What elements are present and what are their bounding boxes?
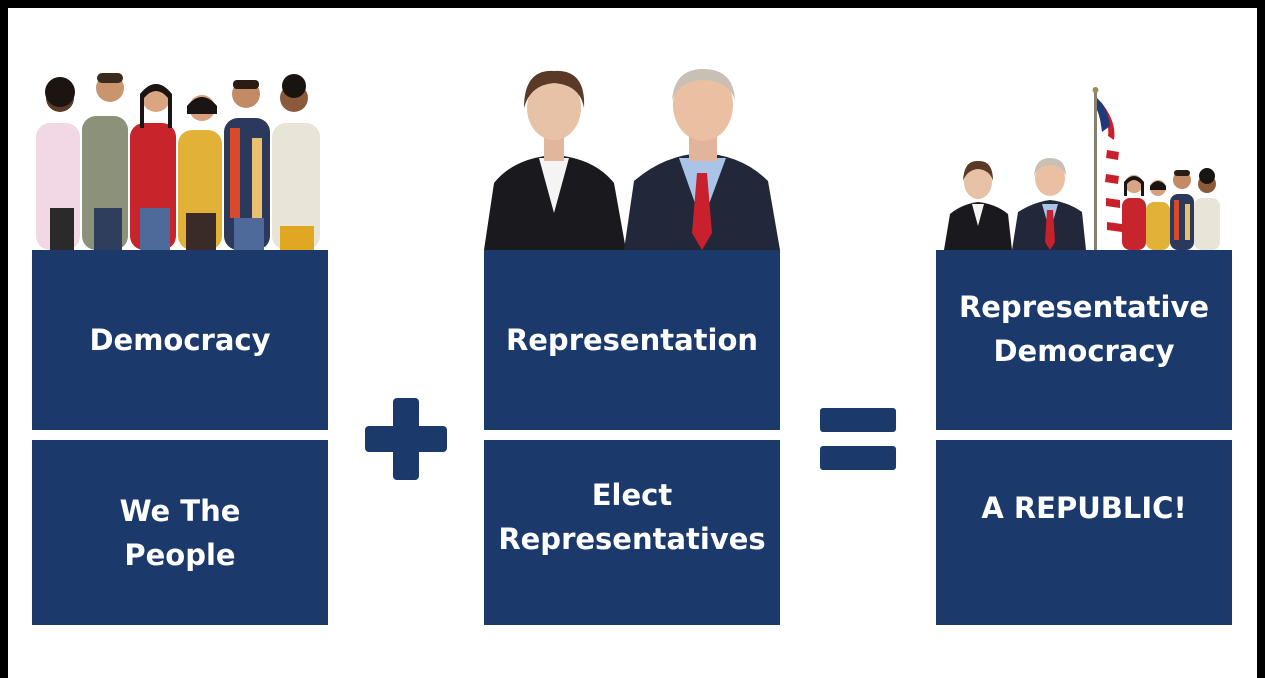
slide-canvas: Democracy We The People Representation E… (8, 8, 1257, 678)
plus-icon (365, 398, 447, 480)
representatives-photo (484, 63, 780, 250)
people-group-photo (32, 68, 328, 250)
a-republic-box: A REPUBLIC! (936, 440, 1232, 625)
representatives-people-flag-photo (936, 86, 1232, 250)
elect-representatives-box: Elect Representatives (484, 440, 780, 625)
representative-democracy-box: Representative Democracy (936, 250, 1232, 430)
democracy-box: Democracy (32, 250, 328, 430)
equals-icon (820, 408, 896, 470)
representation-box: Representation (484, 250, 780, 430)
we-the-people-box: We The People (32, 440, 328, 625)
